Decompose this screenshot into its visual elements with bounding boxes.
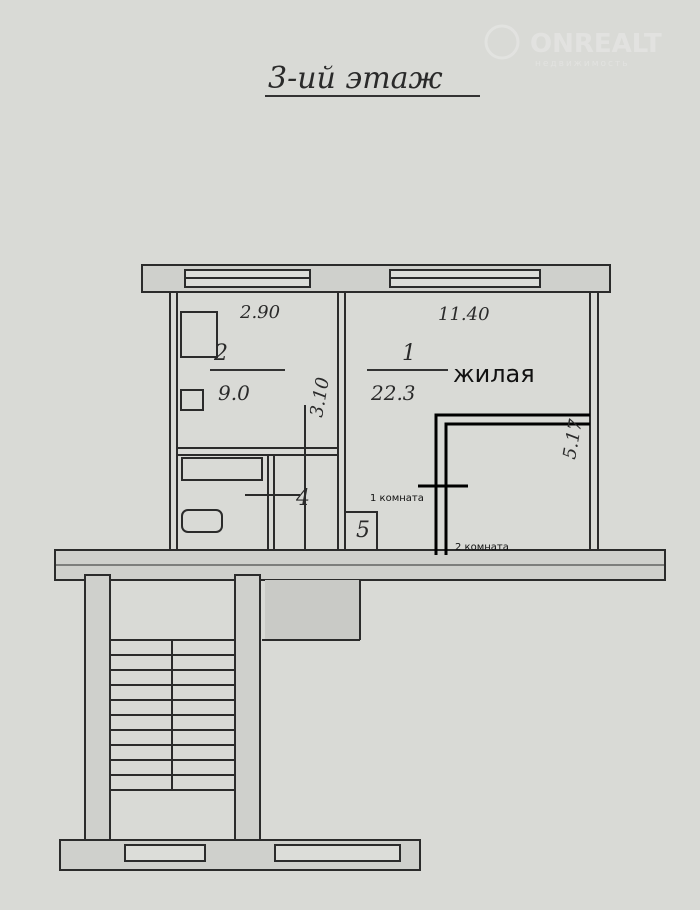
new-partition	[418, 413, 590, 555]
room-4-number: 4	[295, 486, 310, 511]
dim-kitchen-width: 2.90	[239, 302, 280, 323]
room-1-area: 22.3	[370, 381, 416, 405]
walls	[54, 264, 666, 871]
floor-title: 3-ий этаж	[268, 61, 443, 96]
stairs	[110, 639, 235, 791]
dim-room-width: 11.40	[438, 304, 490, 325]
watermark-logo-icon	[484, 24, 520, 60]
watermark-brand: ONREALT	[530, 29, 662, 59]
room-1-label: жилая	[453, 360, 535, 388]
watermark-subtitle: недвижимость	[535, 59, 630, 69]
watermark: ONREALT недвижимость	[484, 24, 662, 69]
room-1-number: 1	[402, 341, 416, 366]
room-5-number: 5	[356, 518, 370, 543]
dim-kitchen-depth: 3.10	[306, 376, 334, 419]
annotation-room-2: 2 комната	[455, 542, 509, 553]
annotation-room-1: 1 комната	[370, 493, 424, 504]
room-2-number: 2	[213, 341, 228, 366]
room-2-area: 9.0	[218, 381, 250, 405]
